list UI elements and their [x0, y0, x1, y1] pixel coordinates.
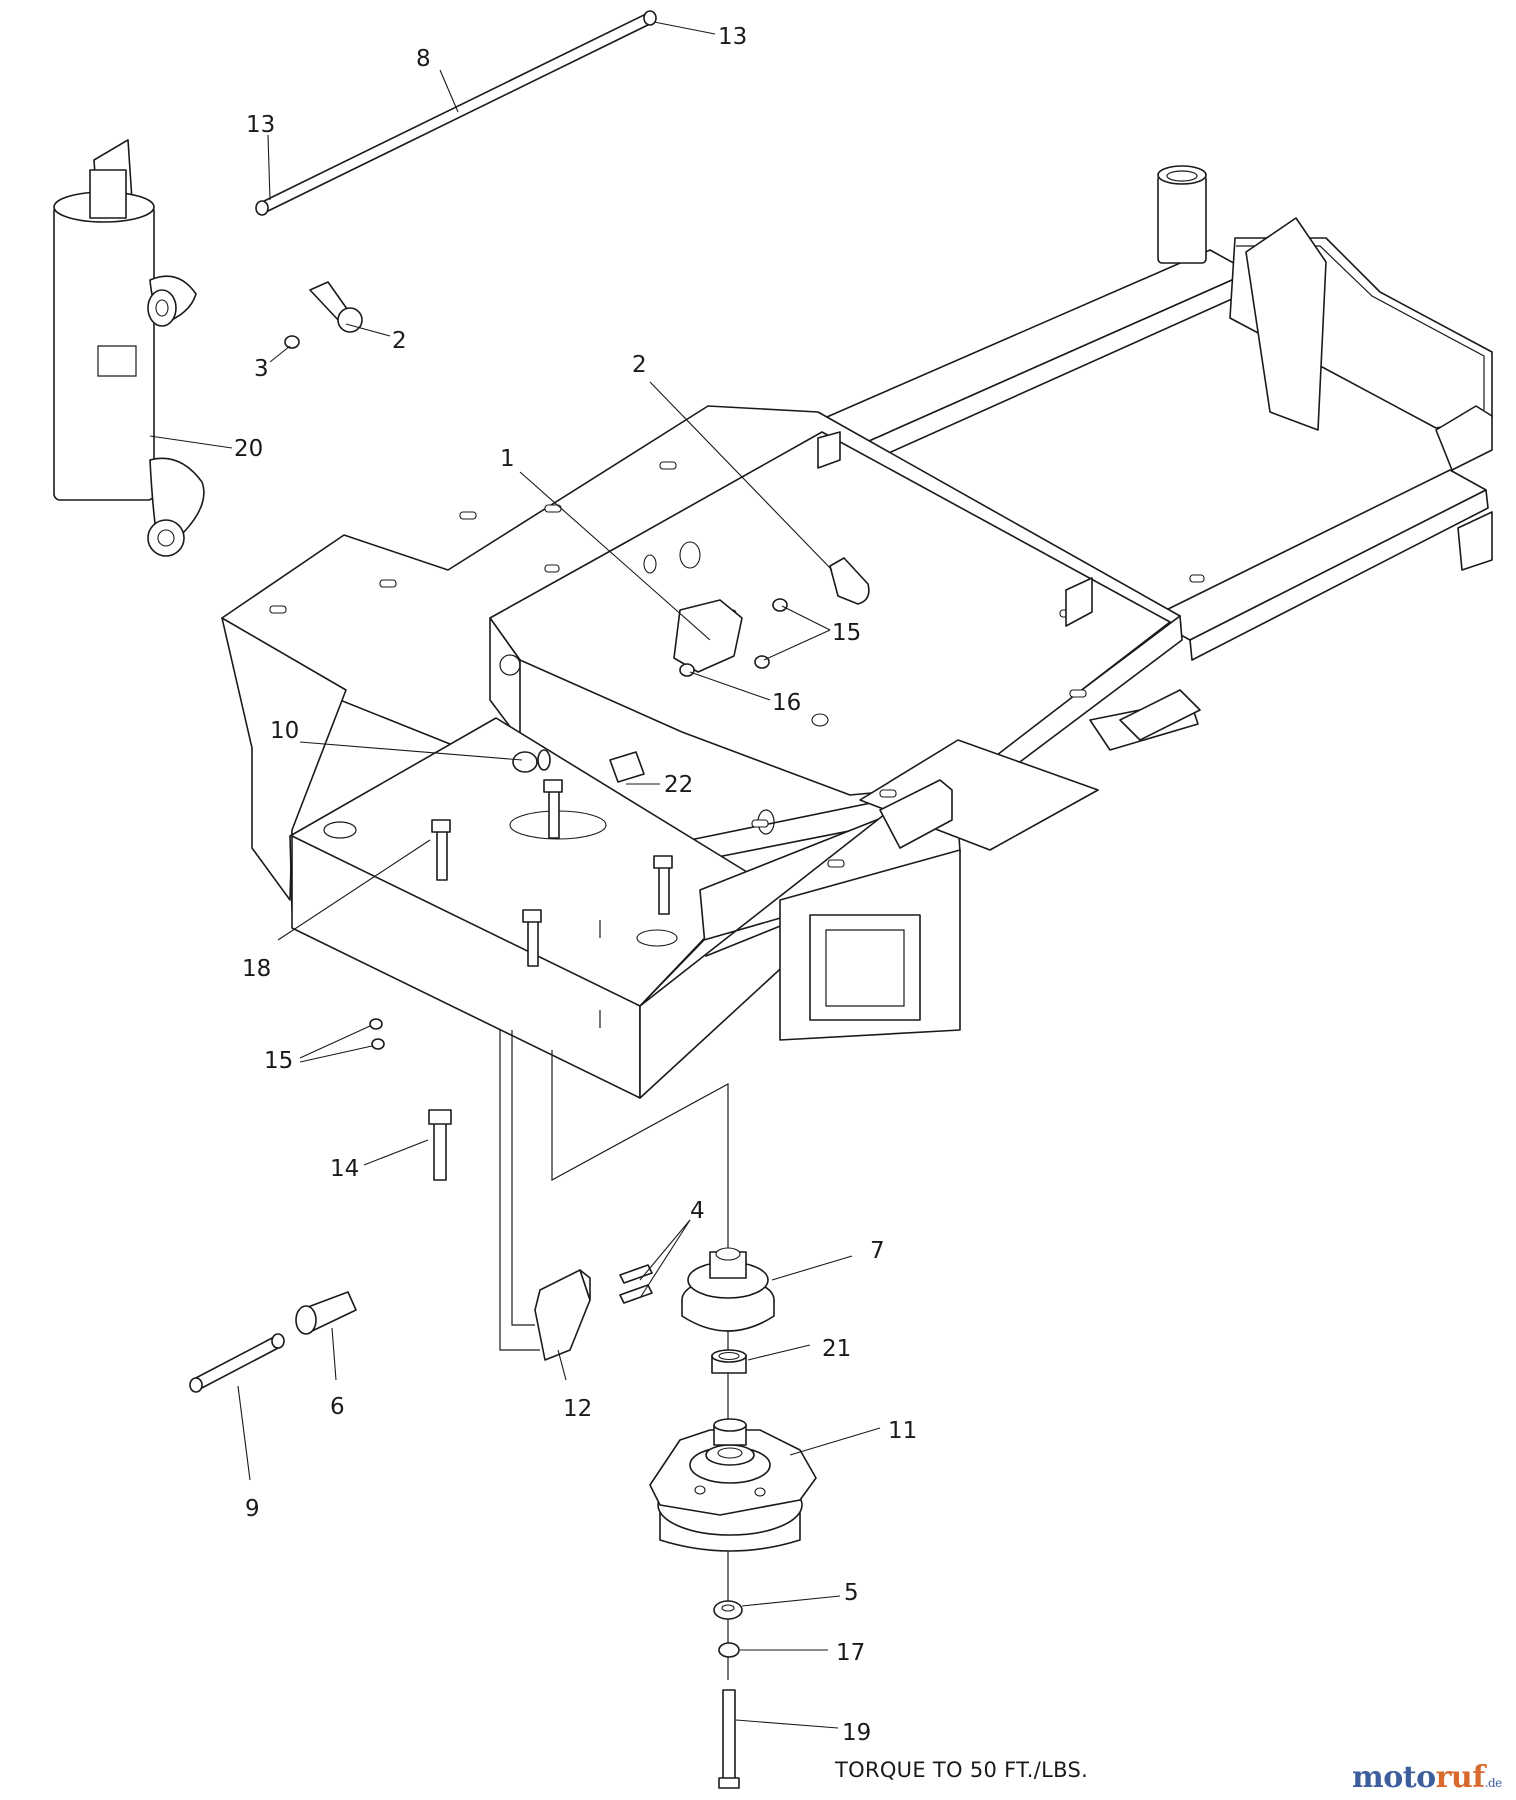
watermark-part1: moto: [1352, 1760, 1436, 1795]
pulley: [682, 1248, 774, 1331]
callout-22: 22: [664, 772, 693, 798]
callout-13: 13: [718, 24, 747, 50]
torque-note: TORQUE TO 50 FT./LBS.: [835, 1758, 1089, 1782]
bolt-19: [719, 1690, 739, 1788]
callout-11: 11: [888, 1418, 917, 1444]
callout-2b: 2: [632, 352, 647, 378]
nut-17: [719, 1643, 739, 1657]
callout-20: 20: [234, 436, 263, 462]
callout-10: 10: [270, 718, 299, 744]
washer-5: [714, 1601, 742, 1619]
callout-8: 8: [416, 46, 431, 72]
callout-4: 4: [690, 1198, 705, 1224]
callout-9: 9: [245, 1496, 260, 1522]
watermark-part3: .de: [1484, 1776, 1503, 1790]
spacer: [712, 1350, 746, 1373]
small-parts: [190, 282, 869, 1392]
muffler: [54, 140, 204, 556]
callout-1: 1: [500, 446, 515, 472]
callout-5: 5: [844, 1580, 859, 1606]
callout-labels: 13 8 13 2 3 20 2 1 15 16 10 22 18 15 14 …: [234, 24, 917, 1746]
callout-13b: 13: [246, 112, 275, 138]
clutch: [650, 1419, 816, 1551]
leaders: [150, 22, 880, 1728]
callout-17: 17: [836, 1640, 865, 1666]
watermark-part2: ruf: [1435, 1760, 1486, 1795]
callout-19: 19: [842, 1720, 871, 1746]
assembly-lines: [499, 1030, 729, 1680]
callout-15a: 15: [832, 620, 861, 646]
frame-rails: [820, 166, 1492, 660]
rod-8: [256, 11, 656, 215]
callout-14: 14: [330, 1156, 359, 1182]
callout-21: 21: [822, 1336, 851, 1362]
watermark-logo: motoruf.de: [1352, 1760, 1502, 1795]
main-frame: [222, 406, 1204, 1098]
callout-3: 3: [254, 356, 269, 382]
callout-18: 18: [242, 956, 271, 982]
callout-2a: 2: [392, 328, 407, 354]
callout-15b: 15: [264, 1048, 293, 1074]
callout-6: 6: [330, 1394, 345, 1420]
callout-7: 7: [870, 1238, 885, 1264]
callout-12: 12: [563, 1396, 592, 1422]
callout-16: 16: [772, 690, 801, 716]
